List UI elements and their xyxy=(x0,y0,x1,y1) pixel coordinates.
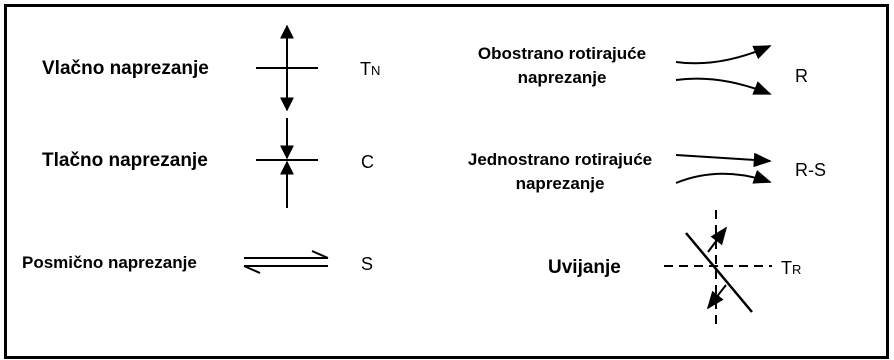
shear-arrows-icon xyxy=(243,250,329,274)
reversed-rotating-code: R xyxy=(795,66,808,86)
torsion-label: Uvijanje xyxy=(548,257,621,278)
shear-code: S xyxy=(361,254,374,274)
reversed-rotating-label: Obostrano rotirajuće naprezanje xyxy=(477,44,647,87)
compression-label: Tlačno naprezanje xyxy=(42,150,208,171)
tension-label: Vlačno naprezanje xyxy=(42,58,209,79)
torsion-code: TR xyxy=(781,258,802,278)
compression-arrows-icon xyxy=(256,118,318,208)
reversed-rotating-arrows-icon xyxy=(675,45,772,95)
shear-label: Posmično naprezanje xyxy=(22,253,197,272)
tension-code: TN xyxy=(360,59,381,79)
torsion-cross-icon xyxy=(664,210,772,324)
one-sided-rotating-arrows-icon xyxy=(675,152,772,184)
compression-code: C xyxy=(361,152,374,172)
one-sided-rotating-label: Jednostrano rotirajuće naprezanje xyxy=(467,150,653,193)
tension-arrows-icon xyxy=(256,24,318,112)
diagram-frame xyxy=(4,4,889,359)
one-sided-rotating-code: R-S xyxy=(795,160,826,180)
